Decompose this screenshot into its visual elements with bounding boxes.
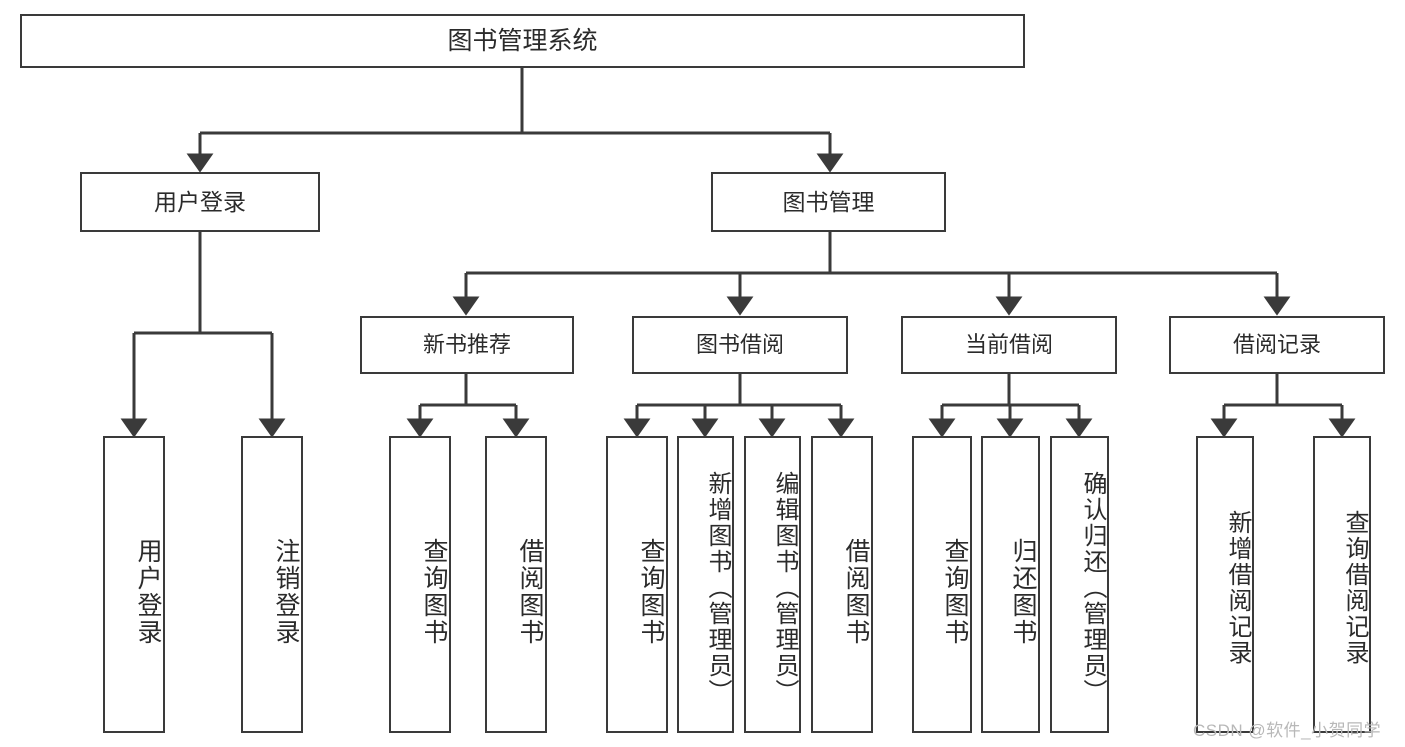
- node-label: 图书管理: [782, 188, 875, 215]
- node-book-management[interactable]: 图书管理: [711, 172, 946, 232]
- node-label: 用户登录: [154, 188, 246, 215]
- leaf-borrow-book-recommend[interactable]: 借阅图书: [485, 436, 547, 733]
- node-label: 借阅图书: [842, 537, 870, 646]
- node-label: 归还图书: [1009, 537, 1037, 646]
- leaf-query-book-current[interactable]: 查询图书: [912, 436, 972, 733]
- leaf-confirm-return-admin[interactable]: 确认归还（管理员）: [1050, 436, 1109, 733]
- node-borrow-record[interactable]: 借阅记录: [1169, 316, 1385, 374]
- node-label: 图书管理系统: [447, 26, 598, 55]
- leaf-query-borrow-record[interactable]: 查询借阅记录: [1313, 436, 1371, 733]
- node-label: 查询借阅记录: [1341, 509, 1368, 666]
- leaf-return-book[interactable]: 归还图书: [981, 436, 1040, 733]
- node-label: 注销登录: [272, 537, 300, 646]
- leaf-query-book-borrow[interactable]: 查询图书: [606, 436, 668, 733]
- node-user-login[interactable]: 用户登录: [80, 172, 320, 232]
- leaf-edit-book-admin[interactable]: 编辑图书（管理员）: [744, 436, 801, 733]
- leaf-query-book-recommend[interactable]: 查询图书: [389, 436, 451, 733]
- node-label: 编辑图书（管理员）: [771, 470, 798, 705]
- node-current-borrow[interactable]: 当前借阅: [901, 316, 1117, 374]
- leaf-logout[interactable]: 注销登录: [241, 436, 303, 733]
- node-label: 用户登录: [134, 537, 162, 646]
- node-root-system[interactable]: 图书管理系统: [20, 14, 1025, 68]
- node-label: 查询图书: [637, 537, 665, 646]
- watermark-label: CSDN @软件_小贺同学: [1193, 721, 1382, 740]
- node-label: 当前借阅: [964, 331, 1053, 357]
- node-label: 借阅图书: [516, 537, 544, 646]
- node-new-book-recommend[interactable]: 新书推荐: [360, 316, 574, 374]
- leaf-borrow-book[interactable]: 借阅图书: [811, 436, 873, 733]
- leaf-user-login[interactable]: 用户登录: [103, 436, 165, 733]
- leaf-add-borrow-record[interactable]: 新增借阅记录: [1196, 436, 1254, 733]
- leaf-add-book-admin[interactable]: 新增图书（管理员）: [677, 436, 734, 733]
- node-label: 查询图书: [941, 537, 969, 646]
- node-book-borrow[interactable]: 图书借阅: [632, 316, 848, 374]
- node-label: 图书借阅: [695, 331, 784, 357]
- node-label: 新增借阅记录: [1224, 509, 1251, 666]
- node-label: 新增图书（管理员）: [704, 470, 731, 705]
- node-label: 确认归还（管理员）: [1079, 470, 1106, 705]
- node-label: 新书推荐: [422, 331, 511, 357]
- node-label: 查询图书: [420, 537, 448, 646]
- node-label: 借阅记录: [1232, 331, 1321, 357]
